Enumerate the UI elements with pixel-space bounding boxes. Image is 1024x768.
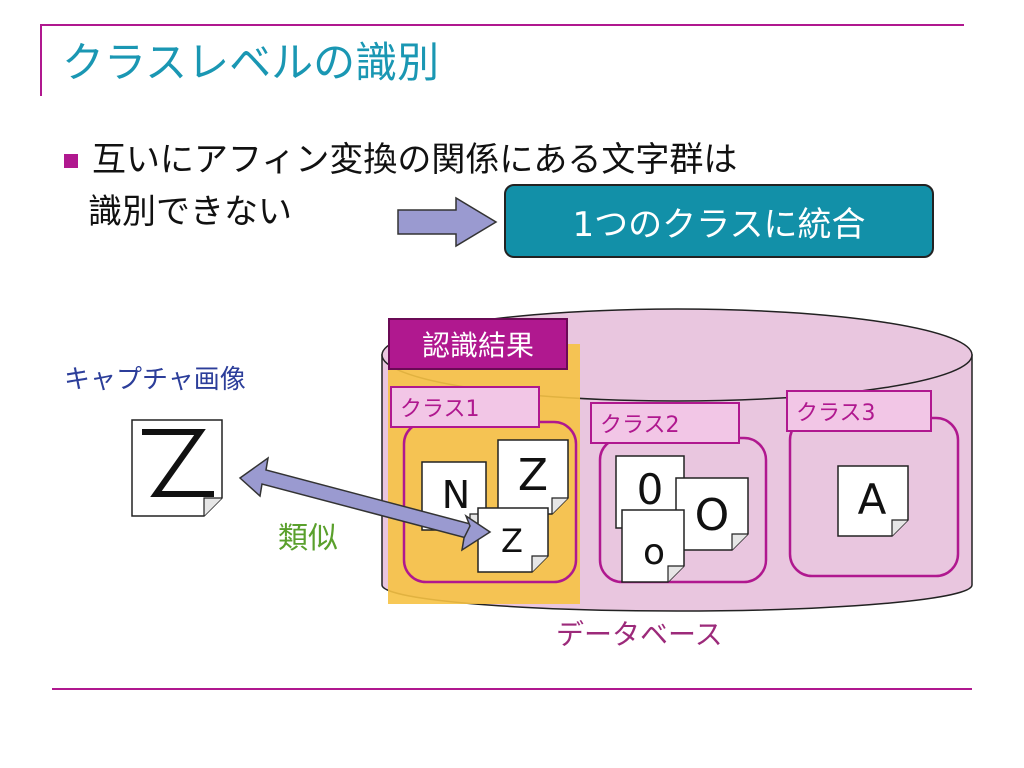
bullet-text-line2: 識別できない bbox=[88, 192, 292, 232]
top-rule bbox=[40, 24, 964, 26]
capture-z-glyph bbox=[142, 429, 214, 497]
card-class3-a-text: A bbox=[858, 475, 887, 524]
class3-label: クラス3 bbox=[786, 390, 932, 432]
unify-arrow bbox=[397, 196, 498, 248]
card-class2-big-o: O bbox=[675, 477, 749, 551]
card-class1-z-large: Z bbox=[497, 439, 569, 515]
bullet-square bbox=[64, 154, 78, 168]
title-accent-bar bbox=[40, 24, 42, 96]
card-class2-zero-text: 0 bbox=[637, 465, 664, 514]
capture-image-label: キャプチャ画像 bbox=[64, 365, 246, 395]
card-class1-z-small: Z bbox=[477, 507, 549, 573]
card-class2-small-o-text: o bbox=[643, 532, 665, 573]
card-class2-big-o-text: O bbox=[695, 490, 730, 541]
unify-box: 1つのクラスに統合 bbox=[504, 184, 934, 258]
database-label: データベース bbox=[556, 618, 723, 651]
card-class1-z-small-text: Z bbox=[501, 522, 523, 560]
card-class2-small-o: o bbox=[621, 509, 685, 583]
class1-label: クラス1 bbox=[390, 386, 540, 428]
similar-label: 類似 bbox=[278, 521, 338, 556]
result-label: 認識結果 bbox=[388, 318, 568, 370]
bullet-text-line1: 互いにアフィン変換の関係にある文字群は bbox=[92, 140, 738, 180]
bottom-rule bbox=[52, 688, 972, 690]
similarity-arrow bbox=[238, 456, 492, 552]
class2-label: クラス2 bbox=[590, 402, 740, 444]
slide-title: クラスレベルの識別 bbox=[62, 38, 440, 87]
card-class3-a: A bbox=[837, 465, 909, 537]
card-class1-n: N bbox=[421, 461, 487, 531]
capture-image-card bbox=[131, 419, 223, 517]
card-class1-z-large-text: Z bbox=[518, 450, 548, 501]
card-class1-n-text: N bbox=[442, 473, 470, 517]
